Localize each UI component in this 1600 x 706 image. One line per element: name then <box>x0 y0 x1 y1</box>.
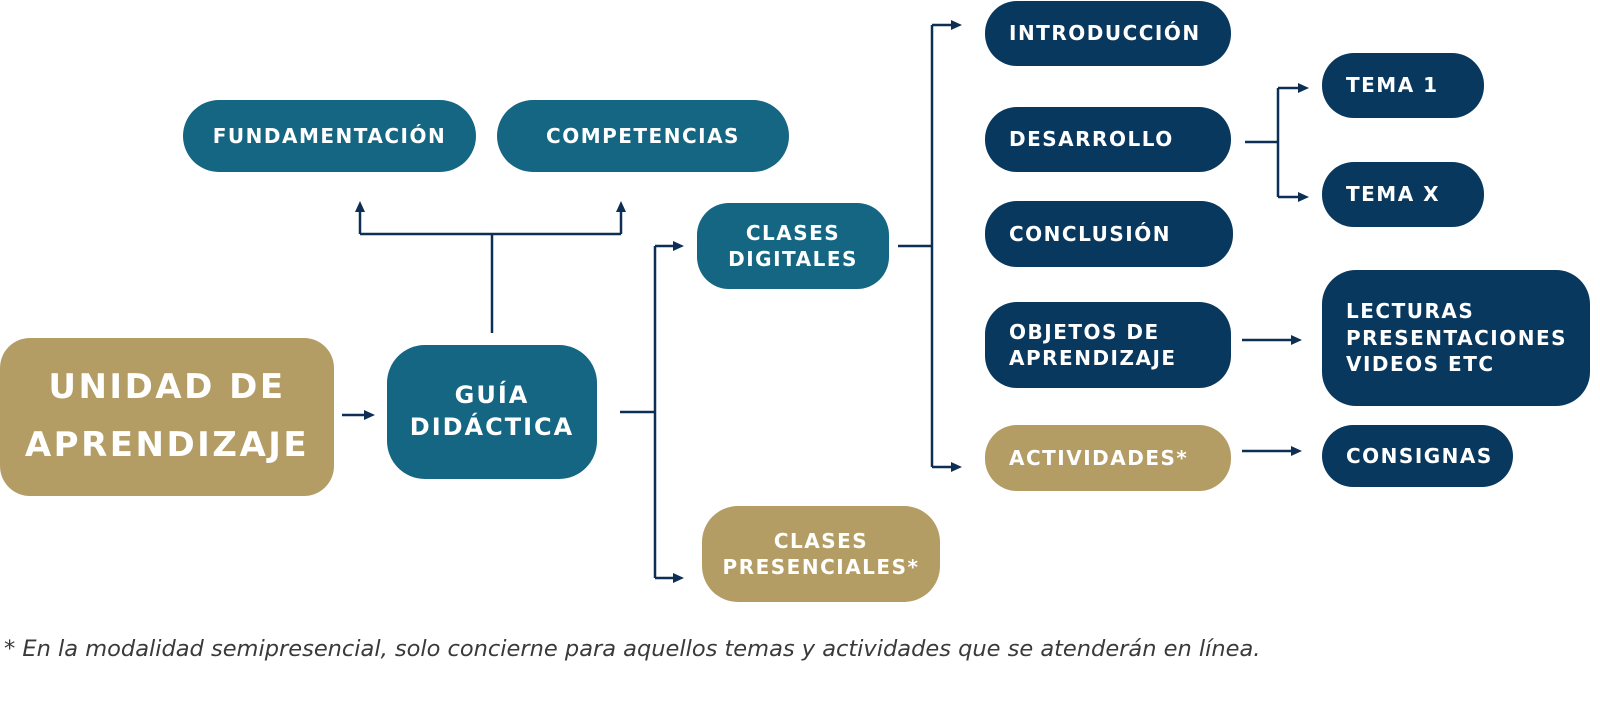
arrowhead-fundamentacion <box>355 201 365 212</box>
node-desarrollo: DESARROLLO <box>985 107 1231 172</box>
arrowhead-lecturas <box>1291 335 1302 345</box>
node-tema-1: TEMA 1 <box>1322 53 1484 118</box>
arrowhead-clases-digitales <box>673 241 684 251</box>
node-introduccion: INTRODUCCIÓN <box>985 1 1231 66</box>
arrowhead-tema1 <box>1298 83 1309 93</box>
arrowhead-competencias <box>616 201 626 212</box>
arrowhead-consignas <box>1291 446 1302 456</box>
node-unidad-de-aprendizaje: UNIDAD DE APRENDIZAJE <box>0 338 334 496</box>
node-actividades: ACTIVIDADES* <box>985 425 1231 491</box>
node-conclusion: CONCLUSIÓN <box>985 201 1233 267</box>
node-competencias: COMPETENCIAS <box>497 100 789 172</box>
node-objetos-de-aprendizaje: OBJETOS DE APRENDIZAJE <box>985 302 1231 388</box>
arrowhead-clases-presenciales <box>673 573 684 583</box>
node-guia-didactica: GUÍA DIDÁCTICA <box>387 345 597 479</box>
node-tema-x: TEMA X <box>1322 162 1484 227</box>
arrowhead-actividades <box>951 462 962 472</box>
arrowhead-introduccion <box>951 20 962 30</box>
arrowhead-temax <box>1298 192 1309 202</box>
node-fundamentacion: FUNDAMENTACIÓN <box>183 100 476 172</box>
footnote: * En la modalidad semipresencial, solo c… <box>4 636 1261 662</box>
node-consignas: CONSIGNAS <box>1322 425 1513 487</box>
arrowhead-guia <box>364 410 375 420</box>
node-lecturas-presentaciones-videos: LECTURAS PRESENTACIONES VIDEOS ETC <box>1322 270 1590 406</box>
node-clases-digitales: CLASES DIGITALES <box>697 203 889 289</box>
node-clases-presenciales: CLASES PRESENCIALES* <box>702 506 940 602</box>
